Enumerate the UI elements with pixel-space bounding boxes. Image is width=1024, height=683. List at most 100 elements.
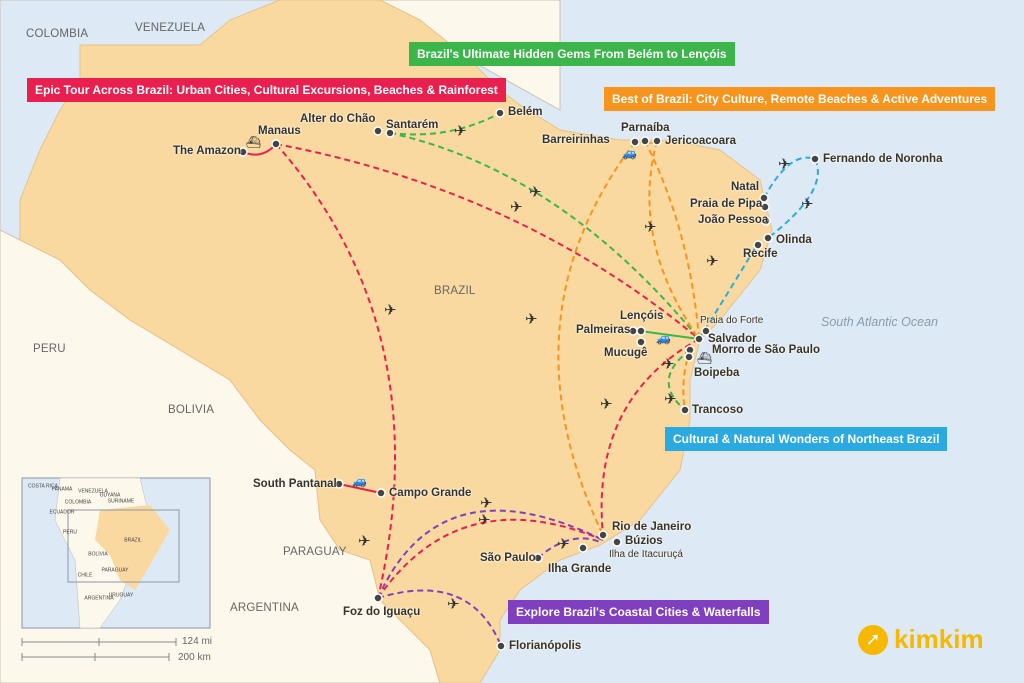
city-dot[interactable] bbox=[753, 240, 763, 250]
airplane-icon: ✈ bbox=[778, 156, 791, 173]
tour-label-red[interactable]: Epic Tour Across Brazil: Urban Cities, C… bbox=[27, 78, 506, 102]
route-orange bbox=[644, 140, 700, 340]
route-green bbox=[389, 112, 501, 136]
tour-label-green[interactable]: Brazil's Ultimate Hidden Gems From Belém… bbox=[409, 42, 735, 66]
route-purple bbox=[377, 509, 604, 599]
city-dot[interactable] bbox=[684, 352, 694, 362]
city-label[interactable]: Mucugê bbox=[604, 347, 648, 359]
airplane-icon: ✈ bbox=[529, 184, 542, 201]
city-dot[interactable] bbox=[376, 488, 386, 498]
airplane-icon: ✈ bbox=[480, 495, 493, 512]
city-dot[interactable] bbox=[373, 126, 383, 136]
city-label[interactable]: Fernando de Noronha bbox=[823, 153, 943, 165]
country-label: ARGENTINA bbox=[230, 602, 299, 614]
inset-country-label: SURINAME bbox=[107, 498, 135, 505]
city-label[interactable]: Campo Grande bbox=[389, 487, 472, 499]
city-dot[interactable] bbox=[495, 108, 505, 118]
city-label[interactable]: Jericoacoara bbox=[665, 135, 736, 147]
route-purple bbox=[377, 589, 502, 647]
city-dot[interactable] bbox=[701, 326, 711, 336]
boat-icon: ⛴ bbox=[246, 135, 262, 149]
city-label[interactable]: João Pessoa bbox=[698, 214, 769, 226]
city-label[interactable]: Barreirinhas bbox=[542, 134, 610, 146]
airplane-icon: ✈ bbox=[384, 302, 397, 319]
tour-label-orange[interactable]: Best of Brazil: City Culture, Remote Bea… bbox=[604, 87, 996, 111]
city-label[interactable]: Santarém bbox=[386, 119, 439, 131]
city-label[interactable]: Ilha Grande bbox=[548, 563, 612, 575]
city-label[interactable]: Boipeba bbox=[694, 367, 740, 379]
car-icon: 🚙 bbox=[352, 474, 367, 488]
city-dot[interactable] bbox=[760, 202, 770, 212]
city-dot[interactable] bbox=[578, 543, 588, 553]
city-label[interactable]: Lençóis bbox=[620, 310, 664, 322]
tour-label-purple[interactable]: Explore Brazil's Coastal Cities & Waterf… bbox=[508, 600, 769, 624]
city-label[interactable]: Búzios bbox=[625, 535, 663, 547]
city-label[interactable]: Olinda bbox=[776, 234, 812, 246]
airplane-icon: ✈ bbox=[600, 396, 613, 413]
city-label[interactable]: The Amazon bbox=[173, 145, 241, 157]
city-dot[interactable] bbox=[636, 326, 646, 336]
city-label[interactable]: São Paulo bbox=[480, 552, 536, 564]
city-label[interactable]: Praia de Pipa bbox=[690, 198, 763, 210]
city-label[interactable]: Morro de São Paulo bbox=[712, 344, 820, 356]
airplane-icon: ✈ bbox=[478, 512, 491, 529]
city-label[interactable]: South Pantanal bbox=[253, 478, 337, 490]
city-dot[interactable] bbox=[630, 137, 640, 147]
city-dot[interactable] bbox=[598, 530, 608, 540]
route-red bbox=[275, 143, 396, 599]
country-label: BOLIVIA bbox=[168, 404, 215, 416]
country-label: COLOMBIA bbox=[26, 28, 89, 40]
city-label[interactable]: Ilha de Itacuruçá bbox=[609, 549, 683, 560]
scale-miles: 124 mi bbox=[182, 636, 213, 647]
city-label[interactable]: Foz do Iguaçu bbox=[343, 606, 421, 618]
city-dot[interactable] bbox=[385, 128, 395, 138]
route-blue bbox=[763, 156, 819, 239]
city-dot[interactable] bbox=[810, 154, 820, 164]
city-dot[interactable] bbox=[761, 216, 771, 226]
route-red bbox=[600, 338, 700, 536]
city-label[interactable]: Florianópolis bbox=[509, 640, 582, 652]
car-icon: 🚙 bbox=[622, 146, 637, 160]
airplane-icon: ✈ bbox=[454, 123, 467, 140]
city-dot[interactable] bbox=[680, 405, 690, 415]
city-dot[interactable] bbox=[640, 136, 650, 146]
city-label[interactable]: Praia do Forte bbox=[700, 315, 764, 326]
city-label[interactable]: Belém bbox=[508, 106, 543, 118]
city-dot[interactable] bbox=[238, 147, 248, 157]
airplane-icon: ✈ bbox=[447, 596, 460, 613]
ocean-label: South Atlantic Ocean bbox=[821, 315, 938, 329]
city-dot[interactable] bbox=[763, 233, 773, 243]
city-label[interactable]: Alter do Chão bbox=[300, 113, 376, 125]
city-label[interactable]: Manaus bbox=[258, 125, 301, 137]
inset-country-label: BOLIVIA bbox=[88, 551, 108, 558]
city-label[interactable]: Natal bbox=[731, 181, 760, 193]
route-green bbox=[389, 132, 700, 340]
city-dot[interactable] bbox=[533, 553, 543, 563]
city-dot[interactable] bbox=[759, 193, 769, 203]
city-dot[interactable] bbox=[612, 537, 622, 547]
tour-label-blue[interactable]: Cultural & Natural Wonders of Northeast … bbox=[665, 427, 948, 451]
city-dot[interactable] bbox=[496, 641, 506, 651]
inset-country-label: PARAGUAY bbox=[101, 567, 129, 574]
city-dot[interactable] bbox=[694, 334, 704, 344]
city-dot[interactable] bbox=[373, 593, 383, 603]
city-label[interactable]: Trancoso bbox=[692, 404, 744, 416]
city-label[interactable]: Rio de Janeiro bbox=[612, 521, 692, 533]
airplane-icon: ✈ bbox=[706, 253, 719, 270]
country-label: PARAGUAY bbox=[283, 546, 347, 558]
city-dot[interactable] bbox=[271, 139, 281, 149]
city-label[interactable]: Palmeiras bbox=[576, 324, 631, 336]
route-red-ground bbox=[338, 483, 382, 494]
airplane-icon: ✈ bbox=[644, 219, 657, 236]
city-label[interactable]: Salvador bbox=[708, 333, 757, 345]
city-label[interactable]: Parnaíba bbox=[621, 122, 670, 134]
city-label[interactable]: Recife bbox=[743, 248, 778, 260]
country-label: BRAZIL bbox=[434, 285, 476, 297]
city-dot[interactable] bbox=[636, 337, 646, 347]
brand-name: kimkim bbox=[894, 624, 984, 654]
city-dot[interactable] bbox=[334, 479, 344, 489]
inset-country-label: BRAZIL bbox=[124, 537, 142, 544]
city-dot[interactable] bbox=[652, 136, 662, 146]
route-orange bbox=[557, 141, 636, 536]
